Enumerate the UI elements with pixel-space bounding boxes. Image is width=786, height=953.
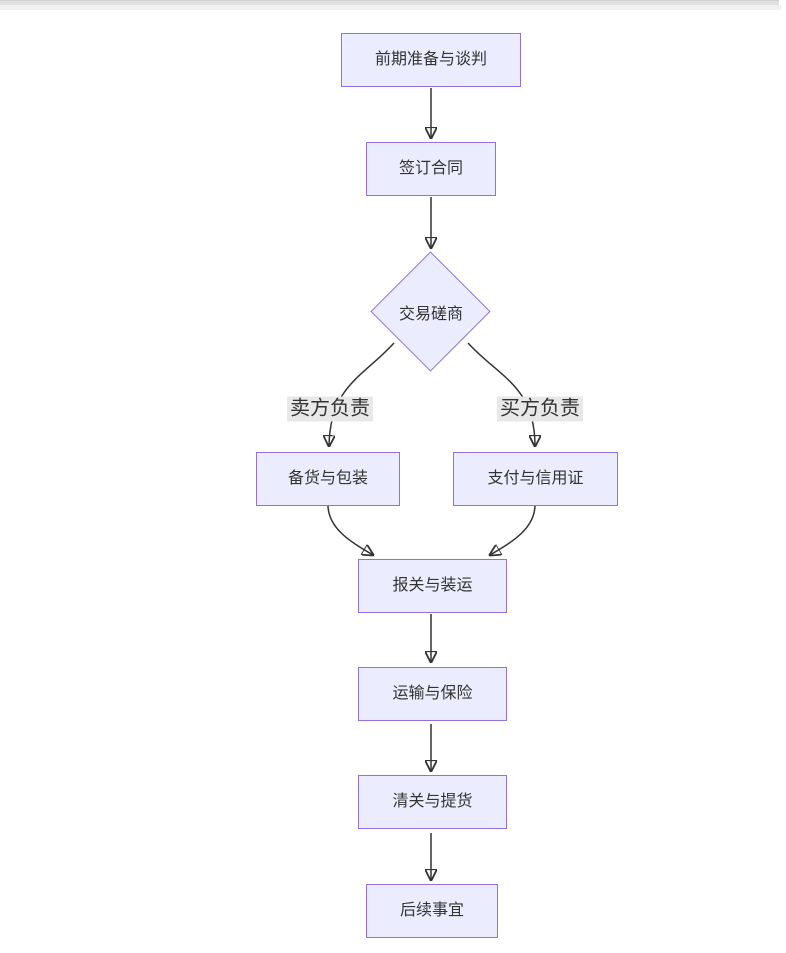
node-followup-label: 后续事宜 — [399, 902, 464, 920]
node-contract: 签订合同 — [366, 142, 496, 196]
node-payment-label: 支付与信用证 — [487, 470, 584, 488]
node-stock-label: 备货与包装 — [287, 470, 368, 488]
node-negotiation-label: 交易磋商 — [398, 306, 463, 323]
edge-stock-customs — [327, 505, 373, 555]
node-customs-label: 报关与装运 — [392, 577, 473, 595]
node-clearance-label: 清关与提货 — [392, 793, 473, 811]
horizontal-scrollbar-track[interactable] — [0, 5, 781, 10]
edge-label-buyer: 买方负责 — [497, 396, 583, 422]
node-stock: 备货与包装 — [256, 452, 400, 506]
node-payment: 支付与信用证 — [453, 452, 618, 506]
node-followup: 后续事宜 — [366, 884, 498, 938]
node-prep: 前期准备与谈判 — [341, 33, 521, 87]
horizontal-scrollbar-thumb[interactable] — [0, 0, 779, 5]
node-clearance: 清关与提货 — [358, 775, 507, 829]
node-contract-label: 签订合同 — [398, 160, 463, 178]
node-customs: 报关与装运 — [358, 559, 507, 613]
node-transport: 运输与保险 — [358, 667, 507, 721]
node-negotiation: 交易磋商 — [370, 251, 491, 372]
node-prep-label: 前期准备与谈判 — [374, 51, 487, 69]
node-transport-label: 运输与保险 — [392, 685, 473, 703]
edge-label-seller: 卖方负责 — [287, 396, 373, 422]
edge-payment-customs — [490, 505, 536, 555]
